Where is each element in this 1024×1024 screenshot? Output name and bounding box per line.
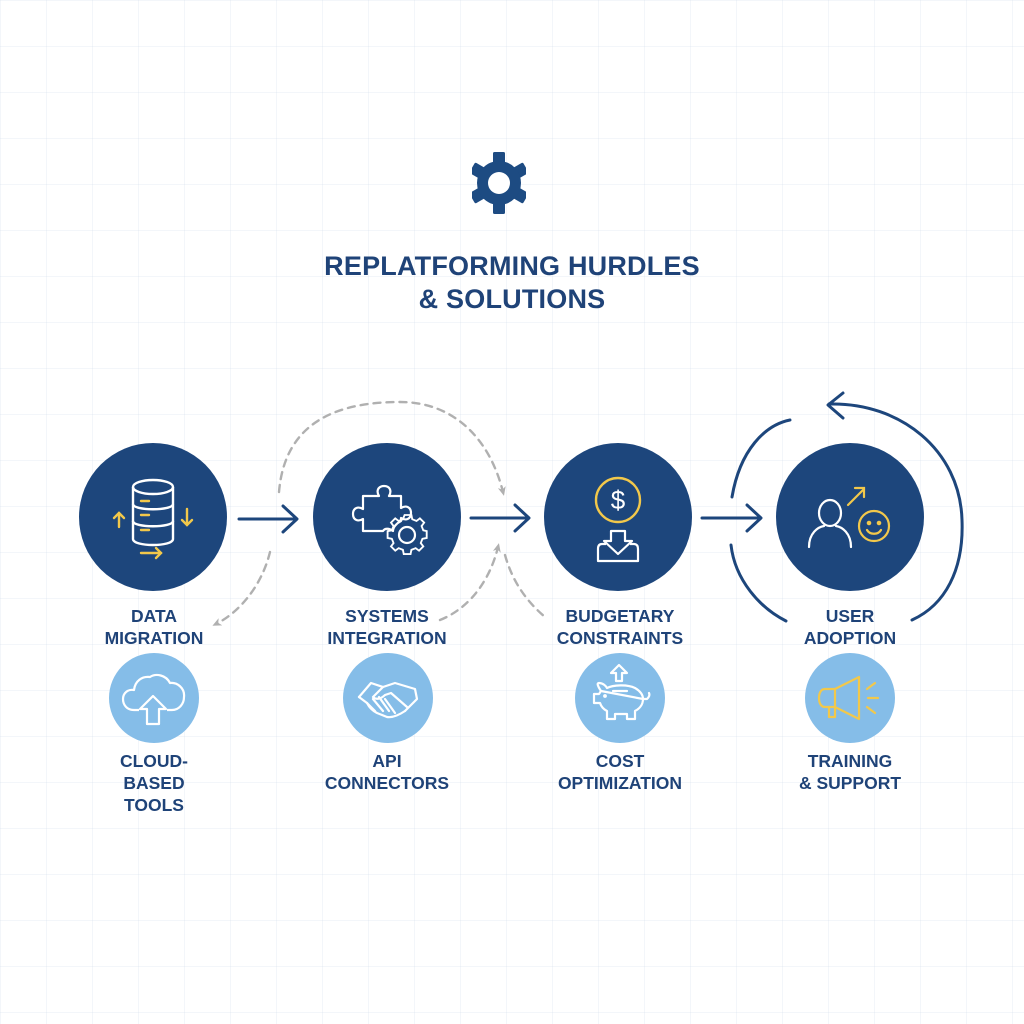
hurdle-label-budgetary-constraints: BUDGETARY CONSTRAINTS: [556, 606, 684, 648]
hurdle-data-migration: [79, 443, 227, 591]
hurdle-systems-integration: [313, 443, 461, 591]
hurdle-label-data-migration: DATA MIGRATION: [104, 606, 204, 648]
piggy-bank-icon: [592, 663, 651, 721]
svg-text:$: $: [611, 485, 626, 515]
cloud-upload-icon: [121, 673, 186, 726]
solution-label-cloud-based-tools: CLOUD- BASED TOOLS: [119, 751, 189, 815]
hurdle-label-user-adoption: USER ADOPTION: [803, 606, 897, 648]
solution-api-connectors: [343, 653, 433, 743]
flow-arrow-2: [469, 503, 531, 533]
hurdle-label-systems-integration: SYSTEMS INTEGRATION: [327, 606, 447, 648]
header-gear-icon: [472, 146, 526, 216]
user-smiley-icon: [807, 486, 891, 549]
database-icon: [112, 478, 194, 560]
solution-label-api-connectors: API CONNECTORS: [324, 751, 450, 793]
flow-arrow-3: [700, 503, 763, 533]
flow-arrow-1: [237, 504, 299, 534]
dollar-inbox-icon: $: [594, 476, 642, 563]
hurdle-budgetary-constraints: $: [544, 443, 692, 591]
page-title-line1: REPLATFORMING HURDLES: [324, 251, 700, 281]
hurdle-user-adoption: [776, 443, 924, 591]
puzzle-gear-icon: [351, 484, 428, 556]
solution-label-training-support: TRAINING & SUPPORT: [798, 751, 902, 793]
solution-training-support: [805, 653, 895, 743]
page-title-line2: & SOLUTIONS: [418, 284, 606, 314]
solution-label-cost-optimization: COST OPTIMIZATION: [557, 751, 683, 793]
solution-cost-optimization: [575, 653, 665, 743]
handshake-icon: [357, 681, 419, 719]
megaphone-icon: [817, 675, 880, 721]
solution-cloud-based-tools: [109, 653, 199, 743]
